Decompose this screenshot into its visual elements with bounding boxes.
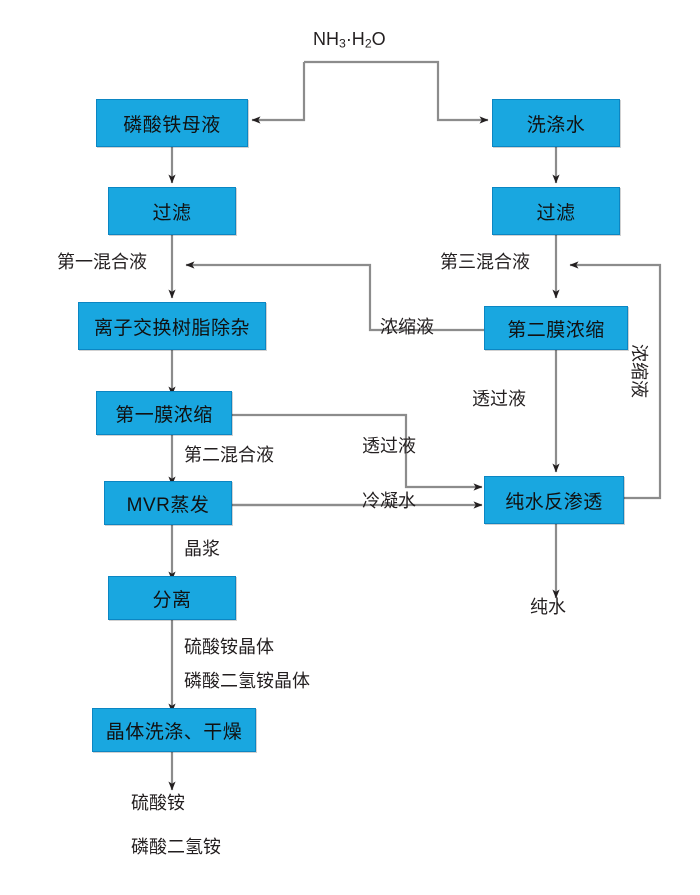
node-first-membrane-concentration[interactable]: 第一膜浓缩 [96,391,232,435]
node-ion-exchange-resin[interactable]: 离子交换树脂除杂 [78,302,266,350]
node-iron-phosphate-mother-liquor[interactable]: 磷酸铁母液 [96,99,248,147]
node-label: 离子交换树脂除杂 [93,317,250,339]
wire-ammonia-to-right [304,60,489,124]
label-mono-ammonium-phosphate-crystal: 磷酸二氢铵晶体 [184,671,310,691]
label-permeate-first-membrane: 透过液 [362,436,416,456]
node-second-membrane-concentration[interactable]: 第二膜浓缩 [484,306,628,350]
node-label: 第二膜浓缩 [507,319,605,341]
node-label: 磷酸铁母液 [123,114,221,136]
wire-ammonia-to-left [251,62,306,124]
label-concentrate-to-ion-exchange: 浓缩液 [380,317,434,337]
node-label: 纯水反渗透 [505,491,603,513]
node-label: 过滤 [152,202,192,224]
label-pure-water: 纯水 [530,597,566,617]
ammonia-o: O [371,29,386,49]
label-ammonium-sulfate: 硫酸铵 [131,793,185,813]
ammonia-sub-2: 2 [364,36,372,51]
node-filter-right[interactable]: 过滤 [492,187,620,235]
node-pure-water-ro[interactable]: 纯水反渗透 [484,476,624,524]
node-label: 过滤 [536,202,576,224]
ammonia-dot-h: ·H [345,29,365,49]
node-label: 分离 [152,589,192,611]
node-crystal-wash-dry[interactable]: 晶体洗涤、干燥 [92,708,256,752]
node-label: 洗涤水 [526,114,586,136]
node-mvr-evaporation[interactable]: MVR蒸发 [104,481,232,525]
node-label: 第一膜浓缩 [115,404,213,426]
label-permeate-second-membrane: 透过液 [472,389,526,409]
label-condensate: 冷凝水 [362,491,416,511]
label-ammonium-sulfate-crystal: 硫酸铵晶体 [184,637,274,657]
node-separation[interactable]: 分离 [108,576,236,620]
label-first-mixed-liquor: 第一混合液 [57,252,147,272]
node-wash-water[interactable]: 洗涤水 [492,99,620,147]
ammonia-sub-3: 3 [339,36,346,51]
ammonia-nh: NH [313,29,339,49]
label-ro-concentrate-return: 浓缩液 [629,344,649,398]
label-third-mixed-liquor: 第三混合液 [440,252,530,272]
node-label: MVR蒸发 [126,494,210,516]
label-crystal-slurry: 晶浆 [184,539,220,559]
node-filter-left[interactable]: 过滤 [108,187,236,235]
label-ammonia: NH3·H2O [313,30,386,50]
label-mono-ammonium-phosphate: 磷酸二氢铵 [131,837,221,857]
node-label: 晶体洗涤、干燥 [105,721,243,743]
label-second-mixed-liquor: 第二混合液 [184,445,274,465]
